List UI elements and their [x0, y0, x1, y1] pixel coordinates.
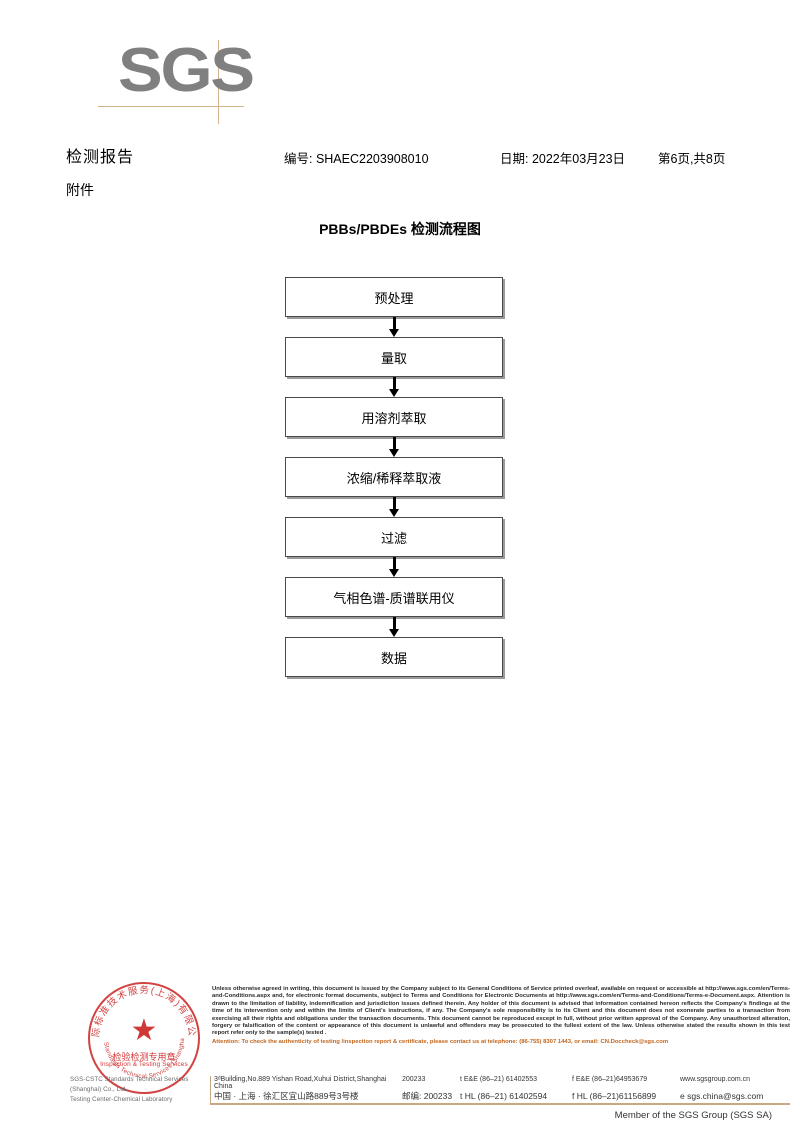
flow-node-label: 数据 — [380, 650, 407, 666]
address-tel-ee: t E&E (86–21) 61402553 — [460, 1076, 538, 1083]
flowchart: 预处理 量取 用溶剂萃取 浓缩/稀释萃取液 过滤 气相色谱-质谱联用仪 数据 — [285, 277, 503, 677]
page-subtitle-attachment: 附件 — [66, 182, 94, 198]
address-row-en: 3ᵈBuilding,No.889 Yishan Road,Xuhui Dist… — [214, 1076, 790, 1090]
flow-node-solvent-extraction: 用溶剂萃取 — [285, 397, 503, 437]
address-horizontal-divider — [210, 1103, 790, 1105]
report-date: 日期: 2022年03月23日 — [500, 152, 626, 166]
flow-arrow-down-icon — [285, 437, 503, 457]
footer-company-line-2: Testing Center-Chemical Laboratory — [70, 1096, 173, 1103]
address-street-en: 3ᵈBuilding,No.889 Yishan Road,Xuhui Dist… — [214, 1076, 387, 1090]
flow-node-label: 气相色谱-质谱联用仪 — [333, 590, 455, 606]
flow-arrow-down-icon — [285, 497, 503, 517]
address-fax-ee: f E&E (86–21)64953679 — [572, 1076, 648, 1083]
address-website: www.sgsgroup.com.cn — [680, 1076, 751, 1083]
report-number: 编号: SHAEC2203908010 — [284, 152, 429, 166]
flowchart-title: PBBs/PBDEs 检测流程图 — [319, 221, 481, 237]
stamp-center-en: Inspection & Testing Services — [100, 1061, 188, 1068]
address-vertical-divider — [210, 1076, 211, 1104]
flow-node-label: 预处理 — [374, 290, 414, 306]
flow-arrow-down-icon — [285, 557, 503, 577]
flow-node-measure: 量取 — [285, 337, 503, 377]
stamp-center-cn: 检验检测专用章 — [112, 1052, 176, 1062]
star-icon: ★ — [130, 1014, 158, 1047]
flow-node-label: 浓缩/稀释萃取液 — [346, 470, 442, 486]
flow-arrow-down-icon — [285, 377, 503, 397]
address-zip-cn: 邮编: 200233 — [402, 1091, 453, 1101]
page-indicator: 第6页,共8页 — [658, 152, 726, 166]
legal-disclaimer: Unless otherwise agreed in writing, this… — [212, 986, 790, 1046]
sgs-logo: SGS — [96, 34, 296, 124]
address-street-cn: 中国 · 上海 · 徐汇区宜山路889号3号楼 — [214, 1091, 359, 1101]
logo-vertical-rule — [218, 40, 219, 124]
member-of-sgs-group: Member of the SGS Group (SGS SA) — [614, 1110, 772, 1121]
address-tel-hl: t HL (86–21) 61402594 — [460, 1091, 548, 1101]
legal-paragraph: Unless otherwise agreed in writing, this… — [212, 986, 790, 1037]
flow-node-label: 过滤 — [380, 530, 407, 546]
flow-node-pretreatment: 预处理 — [285, 277, 503, 317]
logo-horizontal-rule — [98, 106, 244, 107]
flow-arrow-down-icon — [285, 617, 503, 637]
footer-company-line-1: SGS-CSTC Standards Technical Services (S… — [70, 1076, 189, 1093]
footer-company-name: SGS-CSTC Standards Technical Services (S… — [70, 1075, 220, 1105]
address-row-cn: 中国 · 上海 · 徐汇区宜山路889号3号楼 邮编: 200233 t HL … — [214, 1090, 790, 1104]
flow-node-filtration: 过滤 — [285, 517, 503, 557]
attention-notice: Attention: To check the authenticity of … — [212, 1038, 669, 1045]
address-email: e sgs.china@sgs.com — [680, 1091, 764, 1101]
address-fax-hl: f HL (86–21)61156899 — [572, 1091, 657, 1101]
company-seal-stamp: 国际标准技术服务(上海)有限公司 SGS-CSTC Standards Tech… — [88, 982, 200, 1094]
logo-text: SGS — [118, 36, 255, 105]
flow-arrow-down-icon — [285, 317, 503, 337]
flow-node-label: 用溶剂萃取 — [361, 410, 427, 426]
flow-node-concentrate-dilute: 浓缩/稀释萃取液 — [285, 457, 503, 497]
address-zip-en: 200233 — [402, 1076, 426, 1083]
stamp-arc-text: 国际标准技术服务(上海)有限公司 SGS-CSTC Standards Tech… — [88, 982, 196, 1080]
flow-node-label: 量取 — [380, 350, 407, 366]
page-title: 检测报告 — [66, 149, 135, 166]
stamp-ring — [88, 982, 200, 1094]
address-block: 3ᵈBuilding,No.889 Yishan Road,Xuhui Dist… — [214, 1076, 790, 1104]
flow-node-gcms: 气相色谱-质谱联用仪 — [285, 577, 503, 617]
flow-node-data: 数据 — [285, 637, 503, 677]
